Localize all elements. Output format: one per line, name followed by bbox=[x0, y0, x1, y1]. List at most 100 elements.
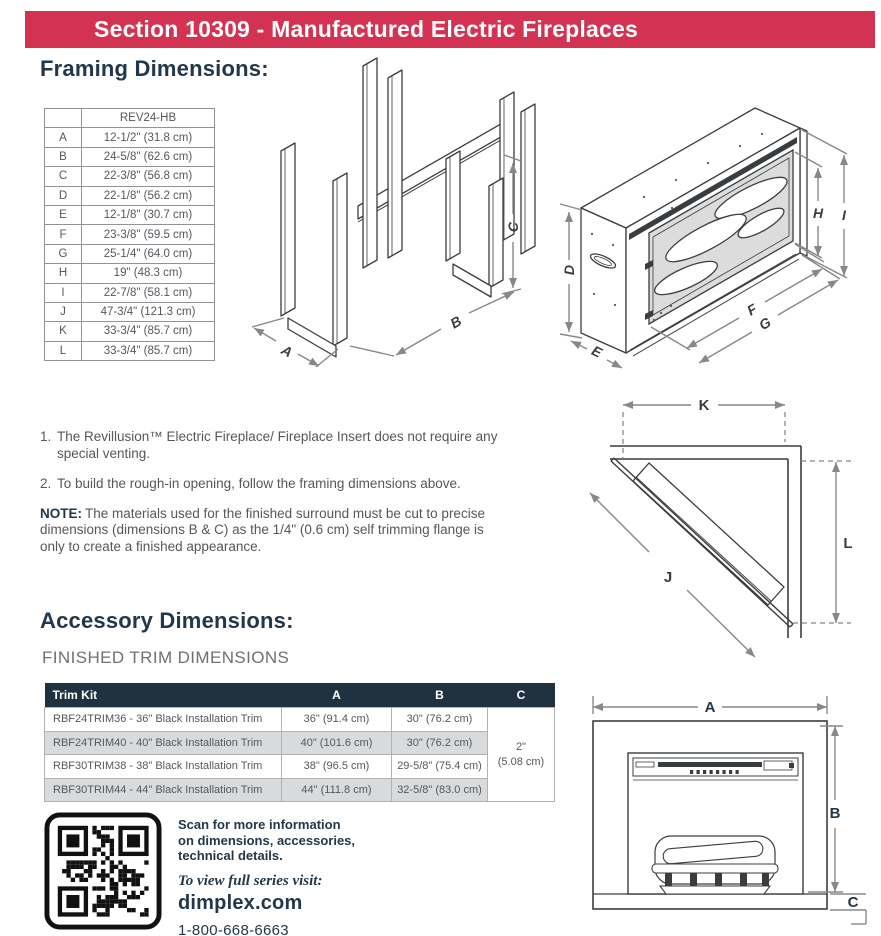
dim-key: K bbox=[44, 321, 82, 342]
dimension-g: G bbox=[698, 254, 841, 364]
dim-value: 12-1/2" (31.8 cm) bbox=[81, 127, 215, 148]
dim-value: 22-3/8" (56.8 cm) bbox=[81, 166, 215, 187]
table-row: RBF24TRIM40 - 40" Black Installation Tri… bbox=[44, 730, 555, 755]
installation-notes: 1. The Revillusion™ Electric Fireplace/ … bbox=[40, 429, 510, 555]
dim-value: 22-1/8" (56.2 cm) bbox=[81, 185, 215, 206]
dim-label-b: B bbox=[830, 805, 841, 822]
dimension-c: C bbox=[501, 154, 522, 295]
dim-key: B bbox=[44, 146, 82, 168]
note-2: 2. To build the rough-in opening, follow… bbox=[40, 476, 510, 493]
note-1: 1. The Revillusion™ Electric Fireplace/ … bbox=[40, 429, 510, 462]
dim-value: 23-3/8" (59.5 cm) bbox=[81, 224, 215, 245]
dim-label-e: E bbox=[589, 342, 605, 361]
trim-b: 30" (76.2 cm) bbox=[391, 707, 488, 732]
dimension-j: J bbox=[589, 492, 756, 658]
finished-trim-subheading: FINISHED TRIM DIMENSIONS bbox=[42, 648, 290, 667]
studs bbox=[280, 57, 536, 358]
dim-value: 47-3/4" (121.3 cm) bbox=[81, 301, 215, 323]
note-text: The Revillusion™ Electric Fireplace/ Fir… bbox=[57, 429, 498, 461]
framing-dimensions-heading: Framing Dimensions: bbox=[40, 56, 269, 81]
table-row: RBF30TRIM38 - 38" Black Installation Tri… bbox=[44, 754, 555, 779]
trim-c-metric: (5.08 cm) bbox=[497, 755, 545, 768]
col-header-b: B bbox=[391, 683, 488, 708]
grate-posts bbox=[665, 873, 769, 886]
dim-value: 25-1/4" (64.0 cm) bbox=[81, 243, 215, 265]
firebox-detail bbox=[632, 757, 799, 895]
dim-value: 24-5/8" (62.6 cm) bbox=[81, 146, 215, 168]
dimension-k: K bbox=[622, 397, 786, 458]
scan-info-line: Scan for more information bbox=[178, 817, 341, 832]
table-header-row: Trim Kit A B C bbox=[44, 683, 555, 708]
walls bbox=[610, 445, 802, 638]
dim-value: 22-7/8" (58.1 cm) bbox=[81, 282, 215, 303]
dimension-c: C bbox=[830, 893, 867, 925]
dim-label-b: B bbox=[447, 313, 464, 332]
table-row: RBF30TRIM44 - 44" Black Installation Tri… bbox=[44, 777, 555, 802]
dim-value: 33-3/4" (85.7 cm) bbox=[81, 340, 215, 362]
note-label: NOTE: bbox=[40, 505, 82, 521]
dim-label-l: L bbox=[843, 535, 852, 552]
model-header-cell: REV24-HB bbox=[81, 107, 215, 129]
dim-label-f: F bbox=[744, 300, 760, 318]
dimension-l: L bbox=[793, 460, 853, 624]
trim-a: 38" (96.5 cm) bbox=[281, 754, 392, 779]
trim-b: 29-5/8" (75.4 cm) bbox=[391, 754, 488, 779]
dim-label-a: A bbox=[278, 341, 295, 360]
dim-label-i: I bbox=[842, 207, 847, 223]
dim-label-a: A bbox=[705, 699, 716, 716]
visit-text: To view full series visit: bbox=[178, 872, 323, 889]
dim-label-d: D bbox=[561, 265, 577, 275]
dim-key: D bbox=[44, 185, 82, 206]
dim-key: A bbox=[44, 127, 82, 148]
trim-a: 36" (91.4 cm) bbox=[281, 707, 392, 732]
trim-a: 40" (101.6 cm) bbox=[281, 730, 392, 755]
dimension-h: H bbox=[794, 151, 824, 259]
dim-label-j: J bbox=[664, 569, 672, 586]
scan-info-line: on dimensions, accessories, bbox=[178, 832, 356, 848]
dimension-i: I bbox=[801, 129, 848, 279]
note-number: 2. bbox=[40, 476, 52, 491]
qr-code bbox=[44, 812, 162, 930]
col-header-c: C bbox=[487, 683, 555, 708]
trim-c-merged: 2" (5.08 cm) bbox=[487, 707, 555, 802]
louver-dashes bbox=[690, 770, 739, 774]
trim-b: 32-5/8" (83.0 cm) bbox=[391, 777, 488, 802]
accessory-dimensions-heading: Accessory Dimensions: bbox=[40, 608, 294, 633]
trim-name: RBF24TRIM36 - 36" Black Installation Tri… bbox=[44, 707, 282, 732]
trim-name: RBF30TRIM38 - 38" Black Installation Tri… bbox=[44, 754, 282, 779]
section-banner: Section 10309 - Manufactured Electric Fi… bbox=[25, 11, 875, 48]
dim-key: L bbox=[44, 340, 82, 362]
trim-name: RBF24TRIM40 - 40" Black Installation Tri… bbox=[44, 730, 282, 755]
qr-finder-patterns bbox=[57, 825, 149, 917]
corner-installation-diagram: K L J bbox=[589, 397, 853, 658]
note-number: 1. bbox=[40, 429, 52, 444]
table-header-row: REV24-HB bbox=[44, 107, 215, 129]
table-row: RBF24TRIM36 - 36" Black Installation Tri… bbox=[44, 707, 555, 802]
fireplace-insert-diagram: D E F G H bbox=[559, 107, 848, 369]
scan-info-line: technical details. bbox=[178, 848, 283, 863]
empty-cell bbox=[44, 107, 82, 129]
trim-kit-table: Trim Kit A B C RBF24TRIM36 - 36" Black I… bbox=[44, 683, 555, 802]
col-header-a: A bbox=[281, 683, 392, 708]
note-body: The materials used for the finished surr… bbox=[40, 505, 485, 554]
note-paragraph: NOTE:The materials used for the finished… bbox=[40, 506, 510, 556]
trim-b: 30" (76.2 cm) bbox=[391, 730, 488, 755]
dim-label-c: C bbox=[505, 221, 521, 232]
dim-key: G bbox=[44, 243, 82, 265]
trim-front-view-diagram: A bbox=[592, 696, 867, 925]
dim-value: 12-1/8" (30.7 cm) bbox=[81, 204, 215, 226]
dim-value: 19" (48.3 cm) bbox=[81, 263, 215, 284]
fireplace-body bbox=[610, 457, 794, 628]
dim-label-k: K bbox=[699, 397, 710, 414]
dim-key: F bbox=[44, 224, 82, 245]
